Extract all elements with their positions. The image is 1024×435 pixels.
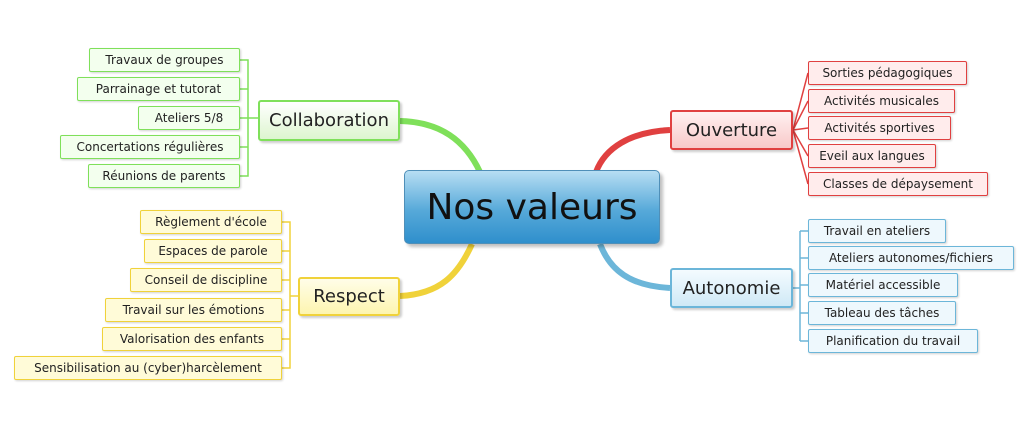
leaf-collaboration-3: Ateliers 5/8 [138,106,240,130]
leaf-ouverture-3: Activités sportives [808,116,951,140]
leaf-ouverture-4: Eveil aux langues [808,144,936,168]
leaf-ouverture-2: Activités musicales [808,89,955,113]
link-ouverture [593,127,671,174]
leaf-respect-3: Conseil de discipline [130,268,282,292]
branch-autonomie: Autonomie [670,268,793,308]
leaf-collaboration-1: Travaux de groupes [89,48,240,72]
leaf-respect-2: Espaces de parole [144,239,282,263]
leaf-links-collaboration [240,59,258,177]
leaf-collaboration-2: Parrainage et tutorat [77,77,240,101]
leaf-collaboration-5: Réunions de parents [88,164,240,188]
branch-ouverture: Ouverture [670,110,793,150]
link-collaboration [399,118,483,174]
leaf-autonomie-3: Matériel accessible [808,273,958,297]
leaf-respect-4: Travail sur les émotions [105,298,282,322]
leaf-links-respect [282,221,298,369]
link-autonomie [597,242,671,291]
leaf-respect-1: Règlement d'école [140,210,282,234]
leaf-collaboration-4: Concertations régulières [60,135,240,159]
branch-collaboration: Collaboration [258,100,400,141]
central-node: Nos valeurs [404,170,660,244]
leaf-autonomie-1: Travail en ateliers [808,219,946,243]
branch-respect: Respect [298,277,400,316]
leaf-respect-5: Valorisation des enfants [102,327,282,351]
leaf-links-autonomie [793,230,808,342]
leaf-ouverture-1: Sorties pédagogiques [808,61,967,85]
leaf-links-ouverture [792,72,809,185]
leaf-autonomie-2: Ateliers autonomes/fichiers [808,246,1014,270]
leaf-respect-6: Sensibilisation au (cyber)harcèlement [14,356,282,380]
leaf-autonomie-5: Planification du travail [808,329,978,353]
leaf-autonomie-4: Tableau des tâches [808,301,956,325]
link-respect [399,242,475,299]
leaf-ouverture-5: Classes de dépaysement [808,172,988,196]
